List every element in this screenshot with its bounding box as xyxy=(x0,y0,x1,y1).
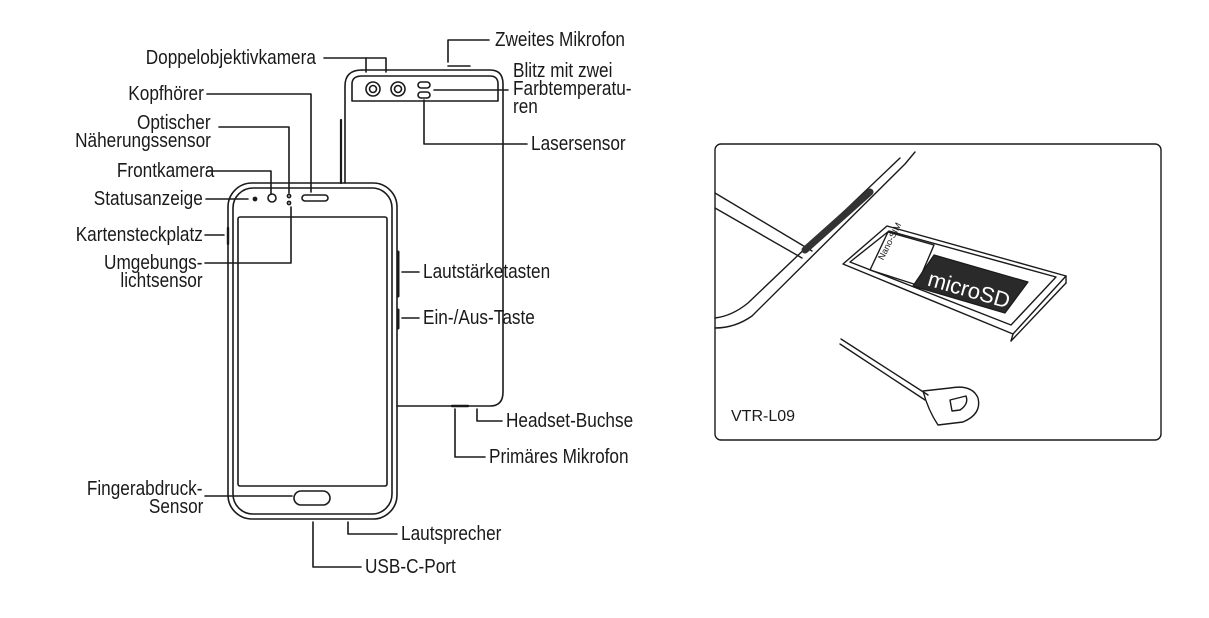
label-kopfhoerer: Kopfhörer xyxy=(128,83,204,105)
label-fingerabdruck-line1: Fingerabdruck- xyxy=(87,478,203,500)
label-optischer-line1: Optischer xyxy=(137,112,211,134)
inset-card-slot xyxy=(801,188,874,254)
label-lautsprecher: Lautsprecher xyxy=(401,523,502,545)
label-kartensteckplatz: Kartensteckplatz xyxy=(75,224,203,246)
phone-front-outline xyxy=(227,182,398,520)
front-camera-icon xyxy=(267,193,277,203)
back-camera-bar xyxy=(351,75,499,102)
label-blitz-line2: Farbtemperatu- xyxy=(513,78,632,100)
proximity-sensor-icon xyxy=(286,193,292,206)
dual-camera-lens-right-inner xyxy=(393,84,403,94)
eject-pin-icon xyxy=(839,338,980,426)
label-ein-aus-taste: Ein-/Aus-Taste xyxy=(423,307,535,329)
sim-inset-frame xyxy=(714,143,1162,441)
dual-camera-lens-left-inner xyxy=(368,84,378,94)
status-indicator-icon xyxy=(252,196,258,202)
dual-camera-lens-left-icon xyxy=(365,81,381,97)
label-optischer-line2: Näherungssensor xyxy=(75,130,211,152)
dual-camera-lens-right-icon xyxy=(390,81,406,97)
model-number: VTR-L09 xyxy=(731,408,796,425)
label-lasersensor: Lasersensor xyxy=(531,133,626,155)
label-umgebungs-line1: Umgebungs- xyxy=(104,252,203,274)
label-umgebungs-line2: lichtsensor xyxy=(120,270,203,292)
phone-back-outline xyxy=(339,65,504,407)
earpiece-icon xyxy=(301,194,329,202)
label-primaeres-mikrofon: Primäres Mikrofon xyxy=(489,446,629,468)
label-statusanzeige: Statusanzeige xyxy=(93,188,203,210)
micro-sd-card xyxy=(912,254,1029,314)
flash-icon xyxy=(417,81,431,89)
label-doppelobjektivkamera: Doppelobjektivkamera xyxy=(145,47,316,69)
fingerprint-sensor-icon xyxy=(293,490,331,506)
label-usb-c-port: USB-C-Port xyxy=(365,556,456,578)
label-fingerabdruck-line2: Sensor xyxy=(148,496,203,518)
inset-phone-edge xyxy=(714,151,916,329)
label-lautstaerketasten: Lautstärketasten xyxy=(423,261,551,283)
laser-sensor-icon xyxy=(417,91,431,99)
label-zweites-mikrofon: Zweites Mikrofon xyxy=(495,29,625,51)
nano-sim-card xyxy=(869,231,935,286)
label-blitz-line1: Blitz mit zwei xyxy=(513,60,613,82)
label-frontkamera: Frontkamera xyxy=(116,160,214,182)
label-blitz-line3: ren xyxy=(513,96,538,118)
label-headset-buchse: Headset-Buchse xyxy=(506,410,634,432)
